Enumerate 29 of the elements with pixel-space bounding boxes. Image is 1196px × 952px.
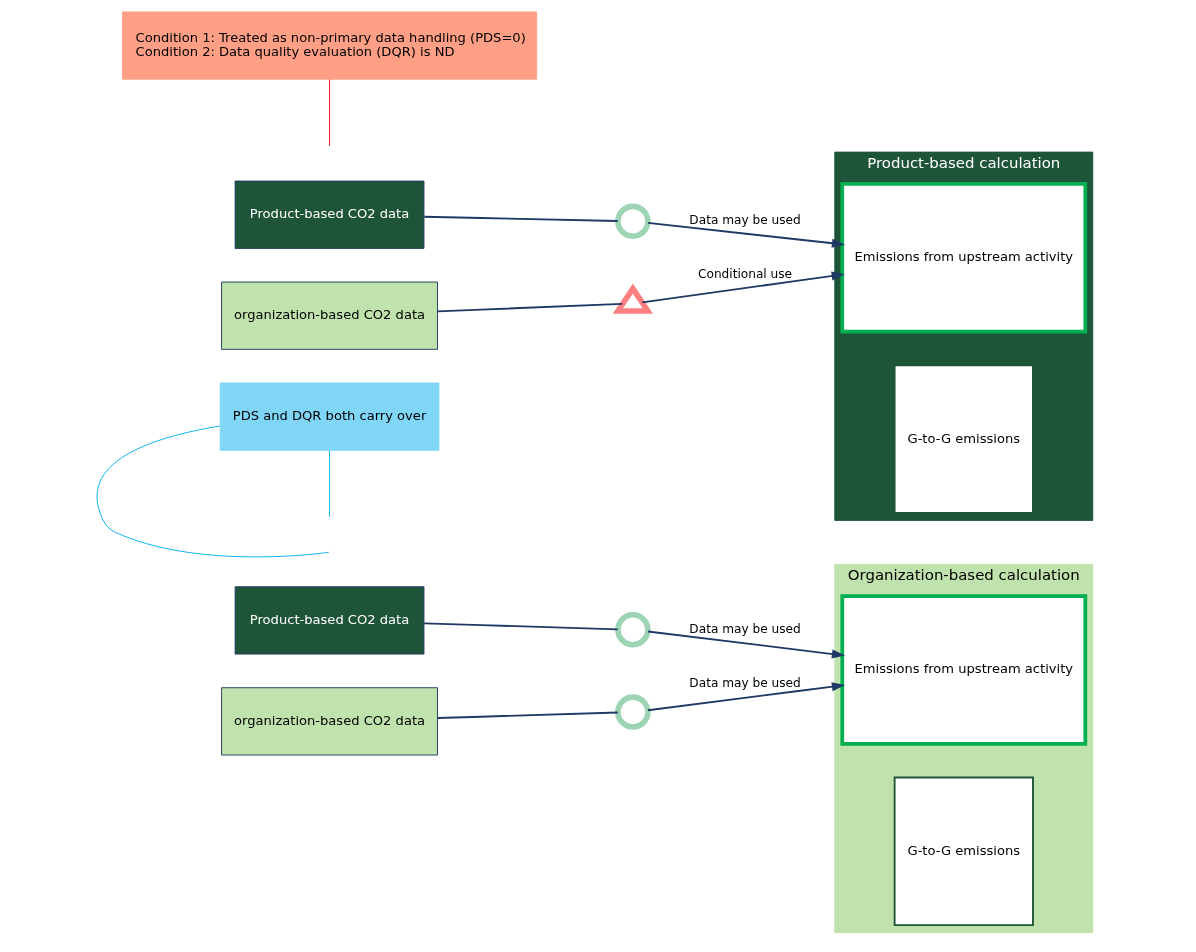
arrow [640,271,845,304]
connector [436,303,623,313]
edge-label: Data may be used [688,213,801,228]
node-triangle [612,283,653,314]
node-circle [614,694,651,730]
node-box: G-to-G emissions [893,364,1034,514]
node-box: Product-based CO2 data [234,586,424,655]
node-box: Emissions from upstream activity [839,182,1087,334]
edge-label: Data may be used [688,621,801,636]
edge-label: Conditional use [697,266,792,281]
arrow [646,630,845,659]
node-box: G-to-G emissions [893,776,1034,927]
connector [422,215,619,222]
connector [328,450,330,518]
node-box: Emissions from upstream activity [839,594,1087,746]
arrow [646,682,845,712]
arrow [646,221,845,248]
edge-label: Data may be used [688,676,801,691]
node-box: organization-based CO2 data [220,281,438,350]
node-circle [614,203,651,240]
connector [436,711,619,719]
connector [328,79,330,147]
node-box: PDS and DQR both carry over [219,382,439,451]
node-circle [614,612,651,648]
connector [96,425,329,558]
node-box: Condition 1: Treated as non-primary data handling (PDS=0) Condition 2: Data quality evaluation (DQR) is ND [121,11,537,80]
node-box: Product-based CO2 data [234,180,424,249]
node-box: organization-based CO2 data [220,687,438,756]
connector [422,622,619,631]
